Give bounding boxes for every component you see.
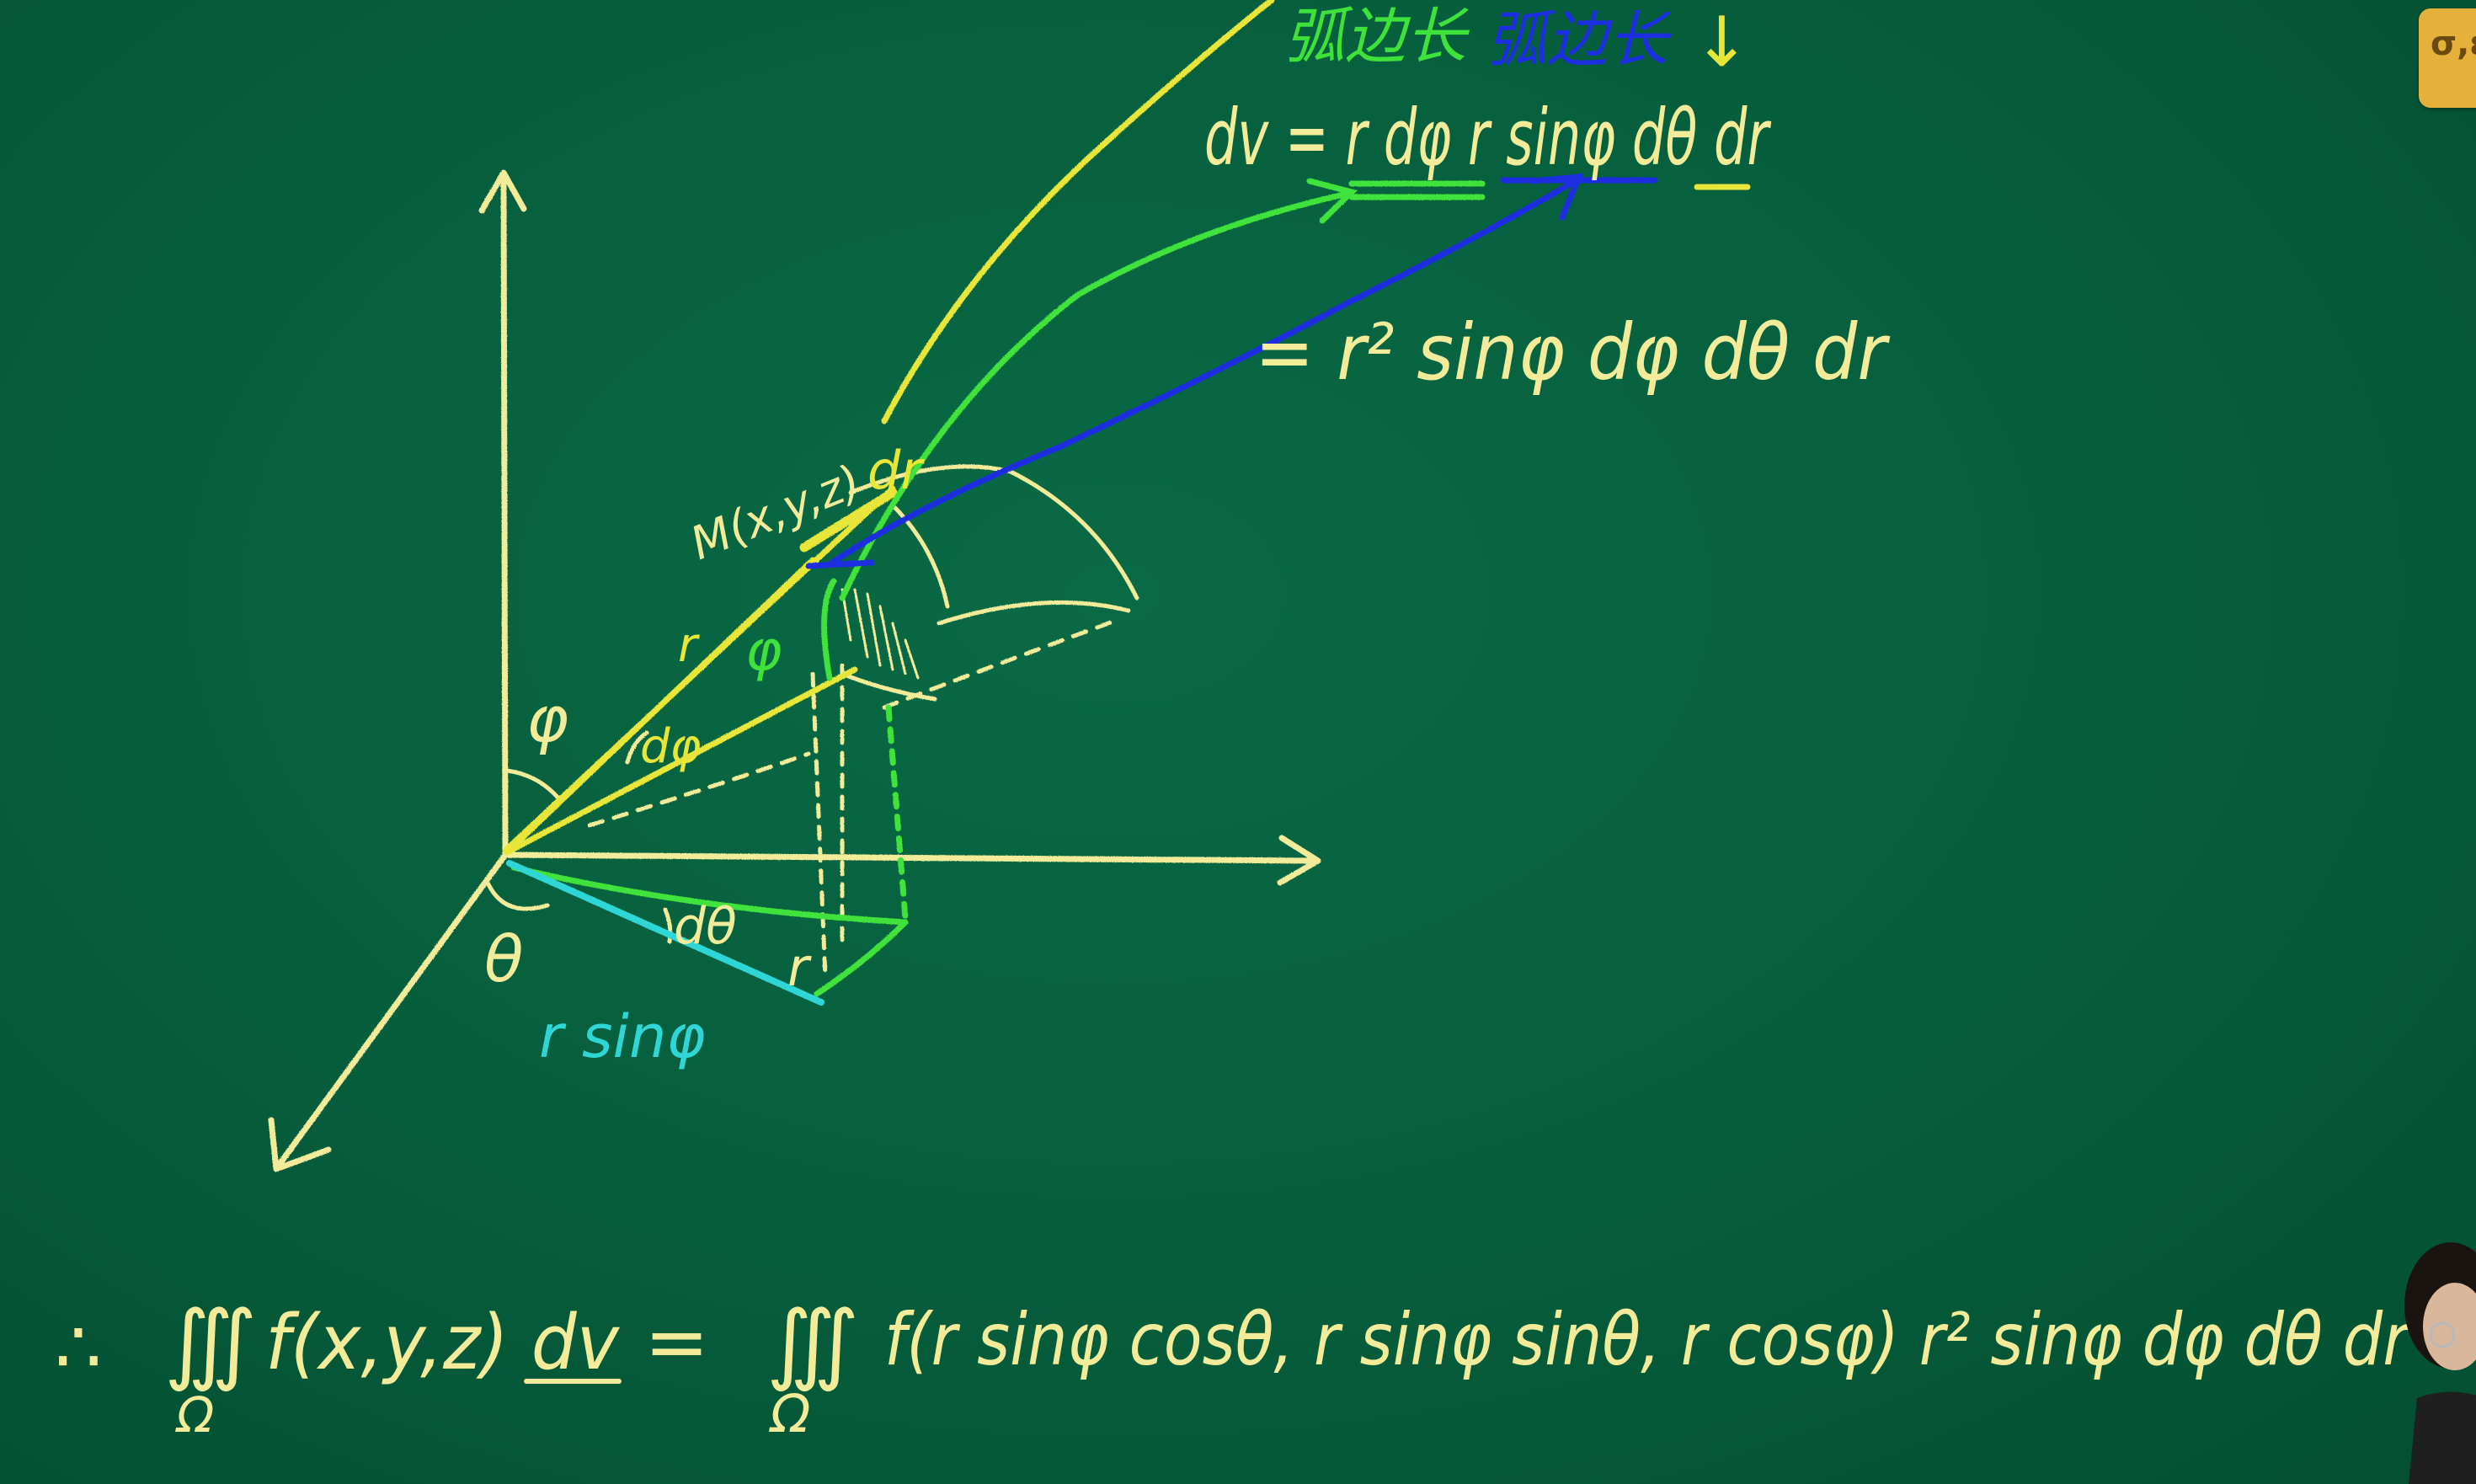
dr-segment [799,488,898,552]
blue-arrow-to-rsindtheta [826,178,1578,568]
x-axis-arrowhead [268,1117,332,1172]
shaded-patch [840,588,920,680]
dtheta-label: dθ [674,897,737,956]
blue-point-mark [805,559,875,569]
dphi-label: dφ [640,719,702,774]
z-axis-arrowhead [478,169,527,214]
yellow-arrow-to-label [881,0,1275,424]
phi-angle-arc [504,768,563,803]
ray-r-dphi [504,666,858,856]
cyan-rsin-edge [506,860,824,1006]
outer-arc-right [937,600,1131,626]
underline-r [1348,180,1486,200]
rhs-triple-integral: ∭ [766,1291,859,1394]
y-axis [502,851,1317,864]
equals-sign: = [644,1297,709,1387]
logo-badge: σ,ε [2419,8,2476,108]
cyan-strokes [506,860,824,1006]
outer-arc-top [848,464,1139,601]
lhs-domain-omega: Ω [175,1386,214,1444]
volume-element-formula: dv = r dφ r sinφ dθ dr [1204,93,1771,183]
green-projected-r [814,919,909,997]
point-m-label: M(x,y,z) [683,455,867,571]
patch-bottom-edge [840,671,937,702]
arc-length-label-green: 弧边长 [1284,1,1470,72]
arc-length-label-blue: 弧边长 [1486,4,1673,75]
ray-r-dr [502,485,896,854]
presenter-image [2404,1242,2476,1484]
projected-r-label: r [787,937,812,998]
dashed-drop-1 [810,671,828,980]
green-base-edge [510,864,909,926]
logo-badge-icon: σ,ε [2431,24,2476,63]
green-arc-dphi [821,578,837,681]
r-edge-label: r [678,618,700,673]
yellow-rays [502,0,1275,856]
z-axis [500,173,509,858]
phi-angle-label: φ [526,681,568,756]
green-strokes [510,178,1486,997]
dtheta-arc [663,907,673,944]
down-arrow-label: ↓ [1693,3,1751,83]
rhs-integrand: f(r sinφ cosθ, r sinφ sinθ, r cosφ) r² s… [884,1298,2412,1382]
inner-arc [890,503,950,609]
therefore-symbol: ∴ [55,1304,102,1391]
volume-element-simplified: = r² sinφ dφ dθ dr [1255,307,1891,398]
green-arrowhead [1306,178,1358,224]
lhs-integrand: f(x,y,z) dv [265,1299,621,1387]
lhs-triple-integral: ∭ [164,1291,257,1394]
theta-angle-arc [486,882,550,911]
projected-rsin-label: r sinφ [539,1002,706,1071]
sphere-sketch [486,464,1139,980]
green-dashed-drop [885,704,909,921]
y-axis-arrowhead [1277,835,1321,886]
blue-strokes [805,173,1658,569]
x-axis [275,851,509,1170]
inner-phi-label: φ [745,618,782,683]
dr-edge-label: dr [867,440,925,501]
theta-label: θ [484,921,524,996]
dashed-base-1 [587,751,811,828]
dphi-arc [625,730,649,765]
coordinate-axes [268,169,1321,1172]
green-arrow-to-rdphi [839,190,1351,601]
rhs-domain-omega: Ω [768,1383,810,1444]
